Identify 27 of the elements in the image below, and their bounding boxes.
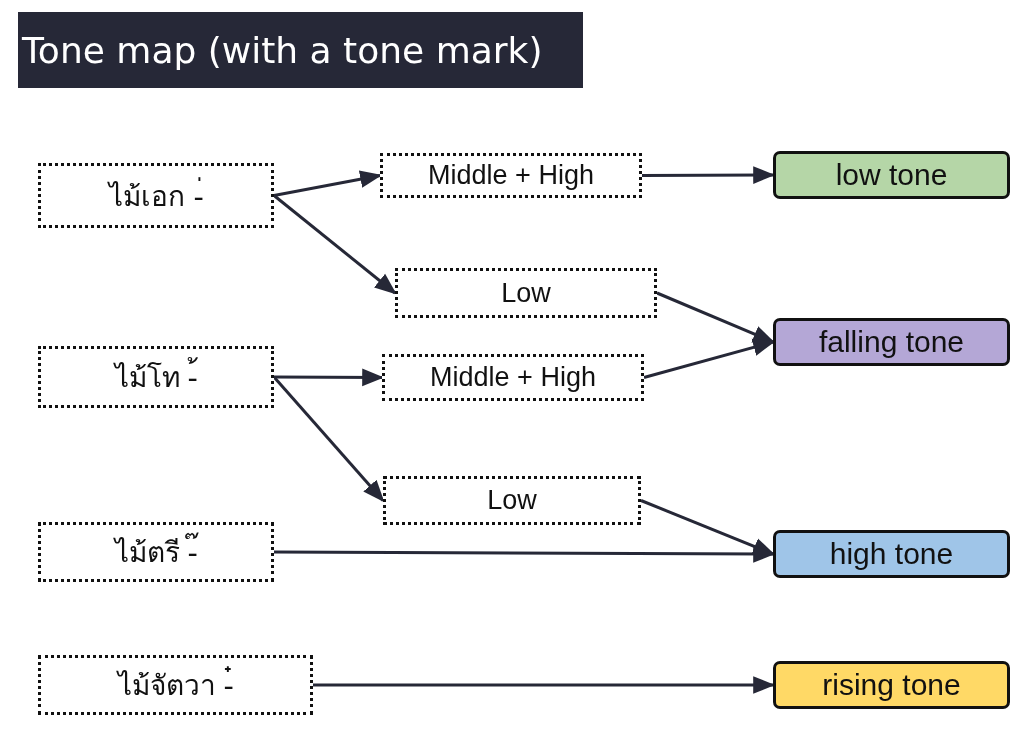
arrow — [272, 376, 385, 503]
node-label: high tone — [829, 537, 954, 571]
node-label: ไม้เอก -่ — [109, 176, 203, 215]
node-label: falling tone — [818, 325, 965, 359]
node-label: Middle + High — [428, 160, 594, 191]
tone-box — [773, 318, 1010, 366]
node-label: rising tone — [822, 668, 961, 702]
tone-mark-box — [38, 522, 274, 582]
node-label: Middle + High — [430, 362, 596, 393]
consonant-class-box — [382, 354, 644, 401]
node-label: ไม้โท -้ — [114, 355, 198, 399]
node-label: low tone — [835, 158, 948, 192]
node-label: ไม้จัตวา -๋ — [117, 663, 234, 707]
consonant-class-box — [395, 268, 657, 318]
tone-box — [773, 530, 1010, 578]
tone-mark-box — [38, 655, 313, 715]
tone-box — [773, 151, 1010, 199]
tone-mark-box — [38, 163, 274, 228]
node-label: Low — [501, 277, 551, 309]
node-label: Low — [487, 485, 537, 516]
title: Tone map (with a tone mark) — [18, 12, 583, 88]
tone-mark-box — [38, 346, 274, 408]
consonant-class-box — [380, 153, 642, 198]
node-label: ไม้ตรี -๊ — [114, 530, 198, 574]
consonant-class-box — [383, 476, 641, 525]
arrow — [273, 194, 397, 295]
tone-box — [773, 661, 1010, 709]
